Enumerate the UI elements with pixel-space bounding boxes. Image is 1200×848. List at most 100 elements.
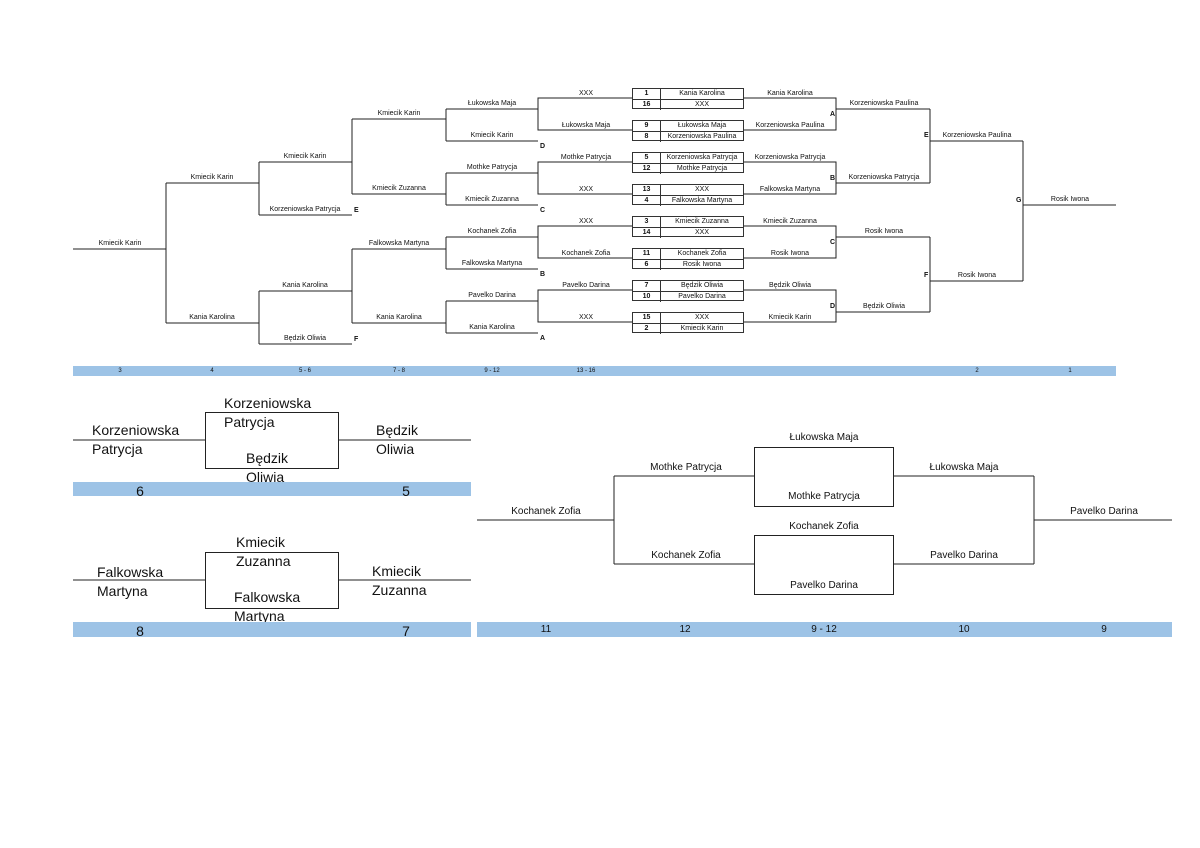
player: Kania Karolina [679,90,725,97]
left-r2-name: Mothke Patrycja [466,164,518,171]
letter: F [354,336,359,343]
left-r1-name: Kochanek Zofia [561,250,611,257]
left-r4-name: Kmiecik Karin [283,153,327,160]
left-r1-name: XXX [578,218,594,225]
right-r2-name: Rosik Iwona [770,250,810,257]
winner-name: Rosik Iwona [1050,196,1090,203]
seed: 9 [633,121,661,131]
letter: G [1016,197,1022,204]
player: Kochanek Zofia [677,250,727,257]
place-label: 12 [679,624,691,635]
m78-right: Kmiecik Zuzanna [372,563,427,598]
m912-r-bottom: Pavelko Darina [930,550,998,561]
player: Będzik Oliwia [680,282,723,289]
seed: 7 [633,281,661,291]
place-label: 5 [402,483,410,499]
place-label: 13 - 16 [576,368,596,374]
right-r2-name: Kmiecik Zuzanna [763,218,817,225]
letter: F [924,272,929,279]
m56-top: Korzeniowska Patrycja [224,395,312,430]
m912-l-bottom: Kochanek Zofia [651,550,721,561]
m56-bottom: Będzik Oliwia [246,450,289,485]
seed: 3 [633,217,661,227]
left-r2-name: Kania Karolina [469,324,515,331]
right-r2-name: Będzik Oliwia [768,282,812,289]
left-r5-name: Kania Karolina [189,314,235,321]
left-r1-name: Mothke Patrycja [560,154,612,161]
place-label: 2 [975,368,979,374]
right-r2-name: Falkowska Martyna [759,186,821,193]
left-r4-name: Będzik Oliwia [283,335,327,342]
letter: E [354,207,359,214]
left-r2-name: Kochanek Zofia [467,228,517,235]
place-label: 7 - 8 [392,368,406,374]
letter: A [830,111,836,118]
seed: 6 [633,260,661,270]
place-label: 11 [540,624,552,635]
player: Rosik Iwona [682,261,722,268]
m56-right: Będzik Oliwia [376,422,419,457]
seed: 13 [633,185,661,195]
player: Korzeniowska Patrycja [666,154,738,161]
right-r2-name: Kania Karolina [767,90,813,97]
seed: 10 [633,292,661,302]
left-r5-name: Kmiecik Karin [190,174,234,181]
m912-box2-top: Kochanek Zofia [789,521,859,532]
m78-places-bar [73,622,471,637]
seed: 11 [633,249,661,259]
place-label: 10 [958,624,970,635]
place-label: 1 [1068,368,1072,374]
right-r3-name: Rosik Iwona [864,228,904,235]
match-box-11-6: 11 Kochanek Zofia 6 Rosik Iwona [632,248,744,270]
left-r1-name: Łukowska Maja [561,122,611,129]
right-r2-name: Korzeniowska Patrycja [754,154,826,161]
m912-box1-top: Łukowska Maja [789,432,859,443]
seed: 15 [633,313,661,323]
left-r2-name: Łukowska Maja [467,100,517,107]
m912-l-top: Mothke Patrycja [650,462,722,473]
player: XXX [694,186,709,193]
place-label: 9 - 12 [811,624,837,635]
letter: B [540,271,546,278]
m78-bottom: Falkowska Martyna [234,589,301,624]
place-label: 8 [136,623,144,639]
player: Kmiecik Karin [680,325,724,332]
letter: D [830,303,836,310]
left-r4-name: Kania Karolina [282,282,328,289]
left-r1-name: XXX [578,186,594,193]
right-r3-name: Korzeniowska Paulina [849,100,919,107]
m78-left: Falkowska Martyna [97,564,164,599]
letter: A [540,335,546,342]
place-label: 3 [118,368,122,374]
seed: 14 [633,228,661,238]
place-label: 7 [402,623,410,639]
player: XXX [694,229,709,236]
seed: 8 [633,132,661,142]
right-r3-name: Korzeniowska Patrycja [848,174,920,181]
right-r2-name: Korzeniowska Paulina [755,122,825,129]
m912-box2-bottom: Pavelko Darina [790,580,858,591]
m912-right: Pavelko Darina [1070,506,1138,517]
left-r4-name: Korzeniowska Patrycja [269,206,341,213]
player: XXX [694,101,709,108]
seed: 1 [633,89,661,99]
m912-places-bar [477,622,1172,637]
place-label: 6 [136,483,144,499]
seed: 12 [633,164,661,174]
left-r3-name: Kmiecik Karin [377,110,421,117]
left-r3-name: Kmiecik Zuzanna [372,185,426,192]
place-label: 4 [210,368,214,374]
third-place-name: Kmiecik Karin [98,240,142,247]
left-r3-name: Falkowska Martyna [368,240,430,247]
player: Falkowska Martyna [671,197,733,204]
places-bar [73,366,1116,376]
seed: 5 [633,153,661,163]
right-r3-name: Będzik Oliwia [862,303,906,310]
place-label: 9 - 12 [484,368,500,374]
